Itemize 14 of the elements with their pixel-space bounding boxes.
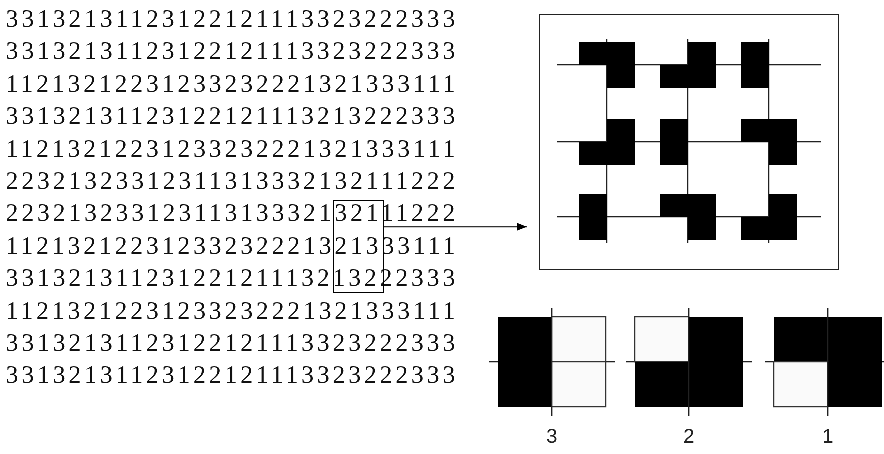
arrow (384, 223, 527, 231)
digit-row-text: 22321323312311313332132111222 (6, 167, 459, 197)
digit-row-text: 11213212231233232221321333111 (6, 134, 459, 165)
digit-row-text: 33132131123122121113323222333 (6, 5, 459, 35)
digit-row-text: 11213212231233232221321333111 (6, 296, 459, 327)
digit-row-text: 11213212231233232221321333111 (6, 70, 459, 100)
pattern-frame (539, 14, 839, 270)
tile-number: 2 (682, 425, 696, 449)
digit-row-text: 33132131123122121113323222333 (6, 37, 459, 68)
digit-row-text: 33132131123122121113323222333 (6, 361, 459, 392)
tile-number: 3 (545, 425, 559, 449)
digit-row-text: 33132131123122121113323222333 (6, 329, 459, 359)
digit-row-text: 33132131123122121113213222333 (6, 102, 459, 132)
tile-number: 1 (821, 425, 835, 449)
